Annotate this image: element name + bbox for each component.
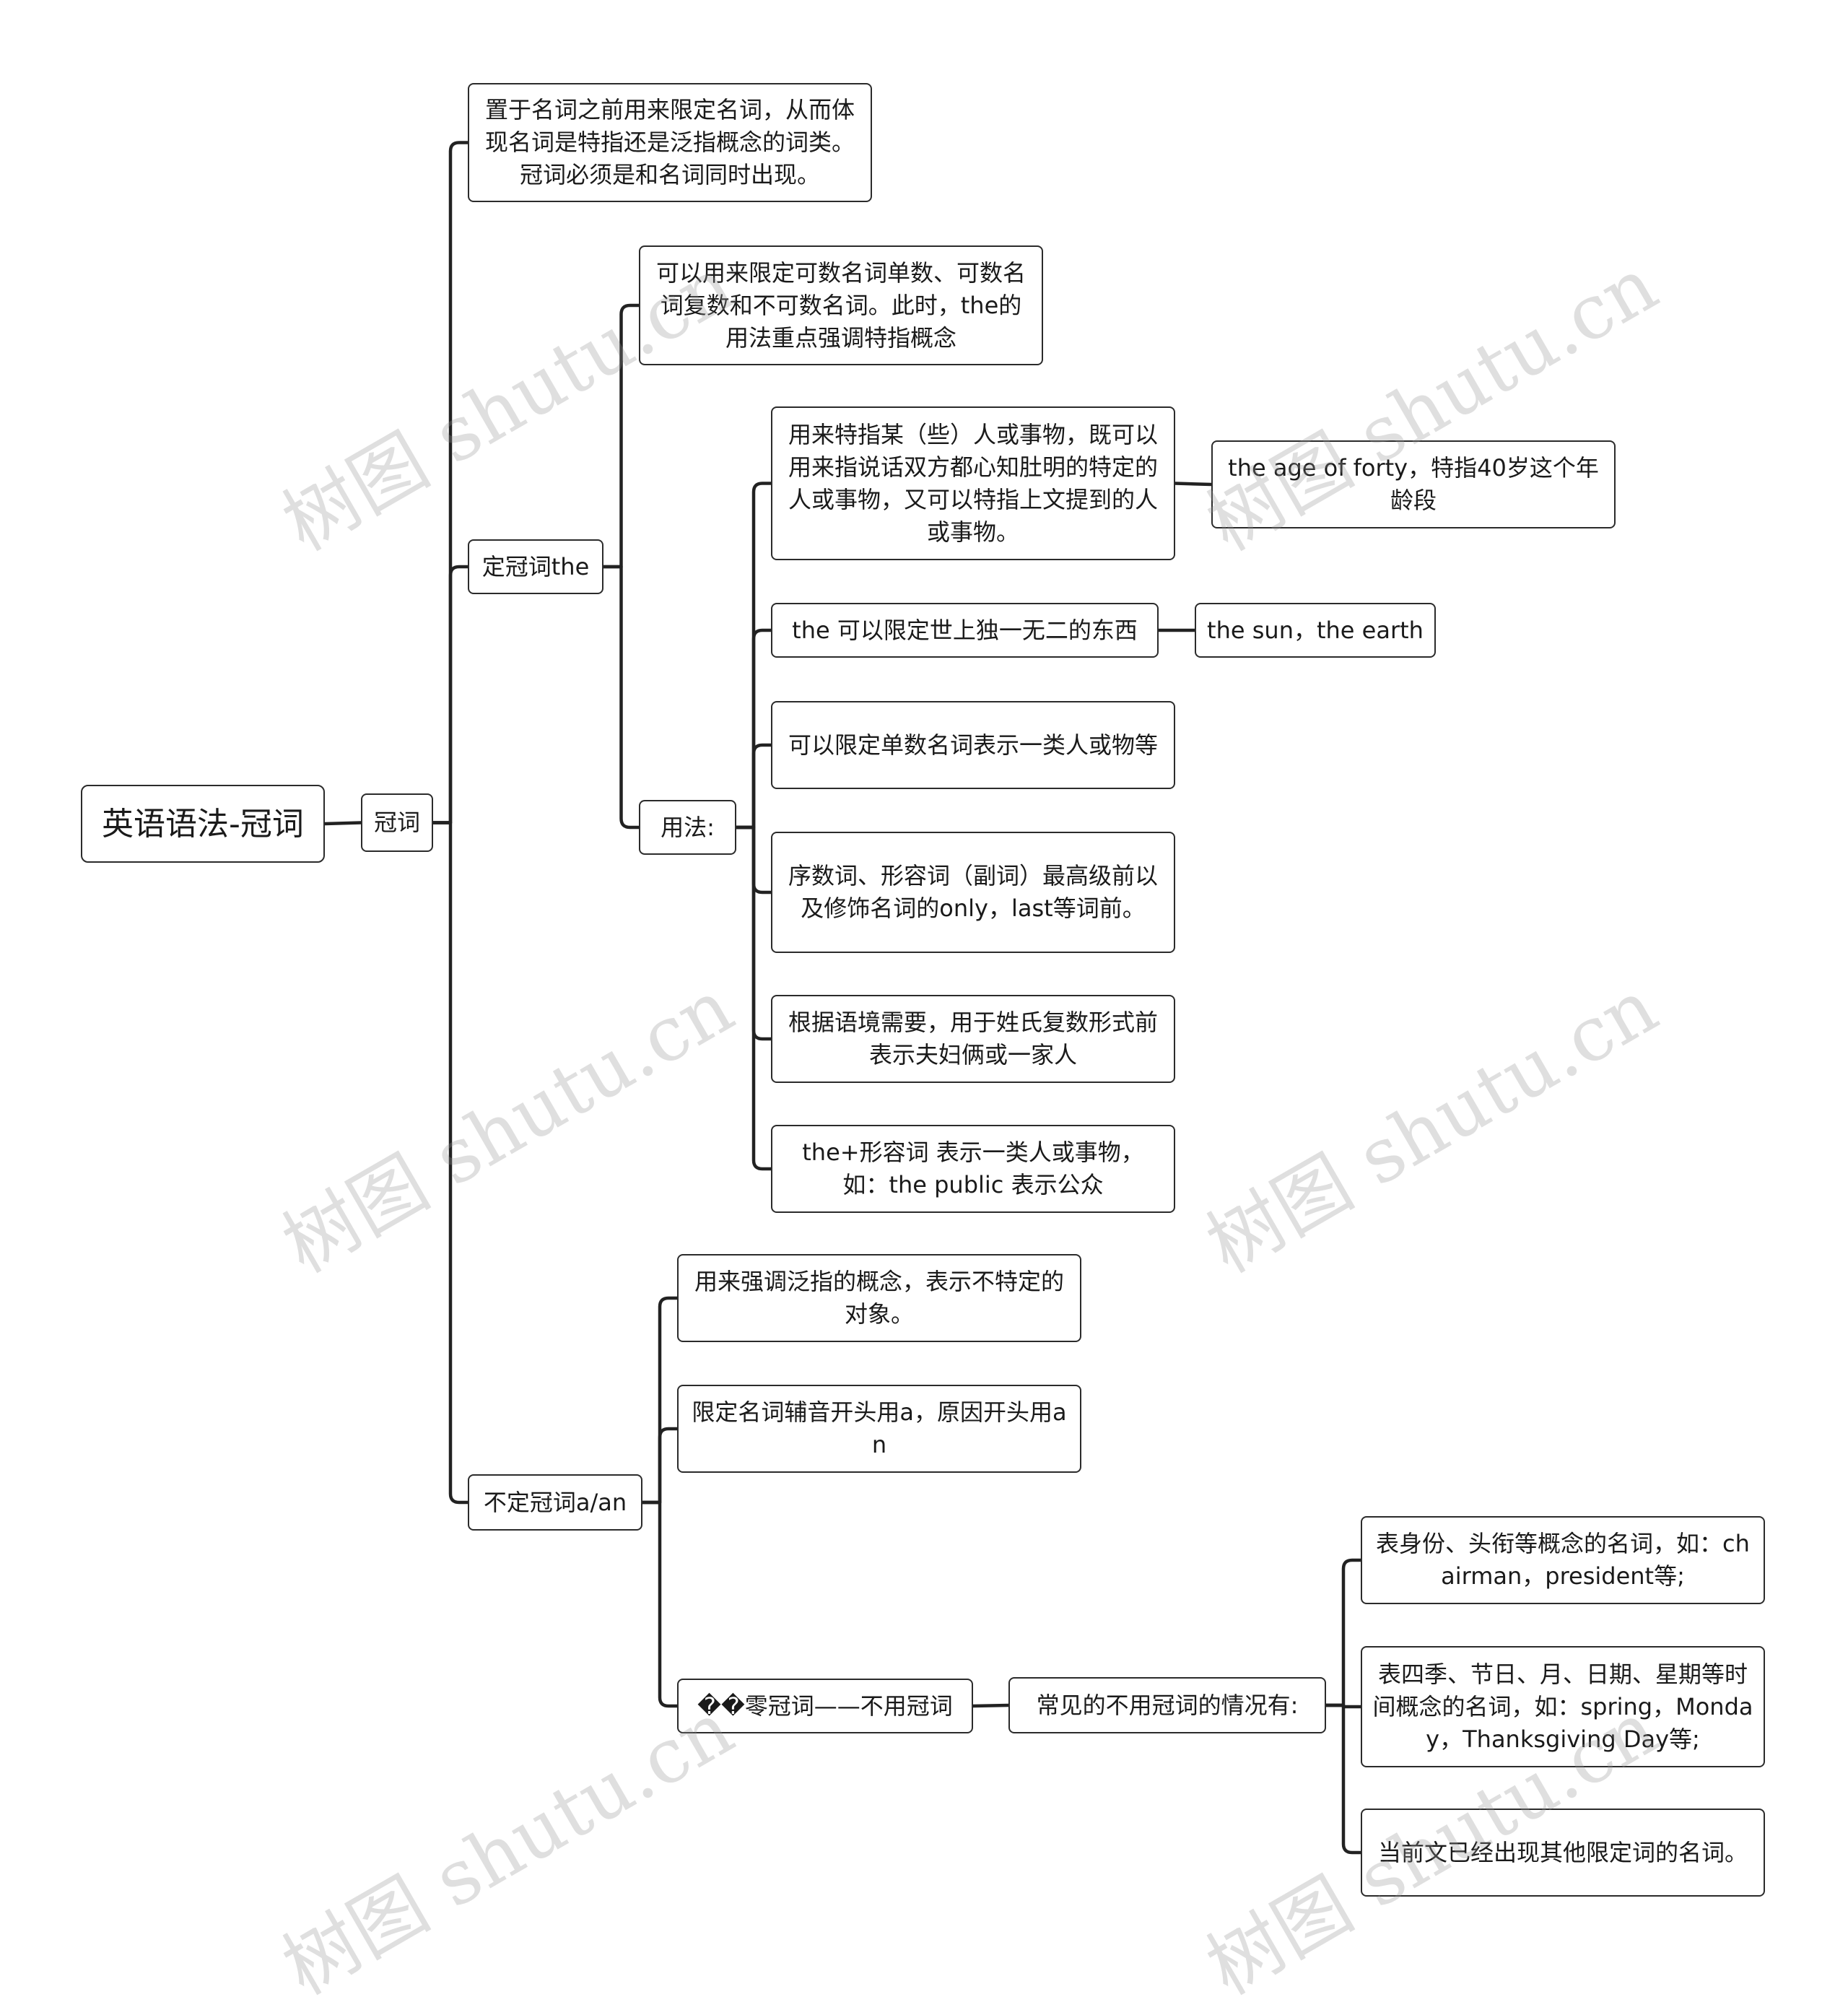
zero-case-item[interactable]: 表身份、头衔等概念的名词，如：chairman，president等; (1361, 1516, 1765, 1604)
connector-line (640, 1296, 679, 1505)
usage-item[interactable]: 根据语境需要，用于姓氏复数形式前表示夫妇俩或一家人 (771, 995, 1175, 1083)
connector-line (734, 825, 773, 1171)
usage-node[interactable]: 用法: (639, 800, 736, 855)
connector-line (1324, 1703, 1363, 1855)
connector-line (1173, 482, 1213, 487)
connector-line (640, 1500, 679, 1708)
example-forty-node[interactable]: the age of forty，特指40岁这个年龄段 (1211, 440, 1616, 528)
connector-line (431, 565, 470, 824)
connector-line (640, 1427, 679, 1505)
example-sun-node[interactable]: the sun，the earth (1195, 603, 1436, 658)
connector-line (734, 743, 773, 830)
connector-line (1324, 1558, 1363, 1707)
indefinite-item[interactable]: 用来强调泛指的概念，表示不特定的对象。 (677, 1254, 1081, 1342)
connector-line (431, 141, 470, 824)
usage-item[interactable]: 用来特指某（些）人或事物，既可以用来指说话双方都心知肚明的特定的人或事物，又可以… (771, 406, 1175, 560)
connector-line (601, 565, 641, 830)
indefinite-item[interactable]: 限定名词辅音开头用a，原因开头用an (677, 1385, 1081, 1473)
usage-item[interactable]: the 可以限定世上独一无二的东西 (771, 603, 1159, 658)
connector-line (734, 628, 773, 830)
definite-article-node[interactable]: 定冠词the (468, 539, 603, 594)
connector-line (323, 821, 363, 826)
zero-case-item[interactable]: 当前文已经出现其他限定词的名词。 (1361, 1809, 1765, 1897)
connector-line (971, 1703, 1011, 1708)
connector-line (431, 821, 470, 1505)
zero-article-node[interactable]: ��零冠词——不用冠词 (677, 1679, 973, 1733)
usage-item[interactable]: 可以限定单数名词表示一类人或物等 (771, 701, 1175, 789)
article-node[interactable]: 冠词 (361, 793, 433, 852)
connector-line (601, 303, 641, 569)
definite-desc-node[interactable]: 可以用来限定可数名词单数、可数名词复数和不可数名词。此时，the的用法重点强调特… (639, 245, 1043, 365)
usage-item[interactable]: the+形容词 表示一类人或事物，如：the public 表示公众 (771, 1125, 1175, 1213)
definition-node[interactable]: 置于名词之前用来限定名词，从而体现名词是特指还是泛指概念的词类。冠词必须是和名词… (468, 83, 872, 202)
zero-cases-node[interactable]: 常见的不用冠词的情况有: (1008, 1677, 1326, 1733)
root-node[interactable]: 英语语法-冠词 (81, 785, 325, 863)
indefinite-article-node[interactable]: 不定冠词a/an (468, 1474, 642, 1531)
zero-case-item[interactable]: 表四季、节日、月、日期、星期等时间概念的名词，如：spring，Monday，T… (1361, 1646, 1765, 1767)
connector-line (734, 482, 773, 830)
usage-item[interactable]: 序数词、形容词（副词）最高级前以及修饰名词的only，last等词前。 (771, 832, 1175, 953)
